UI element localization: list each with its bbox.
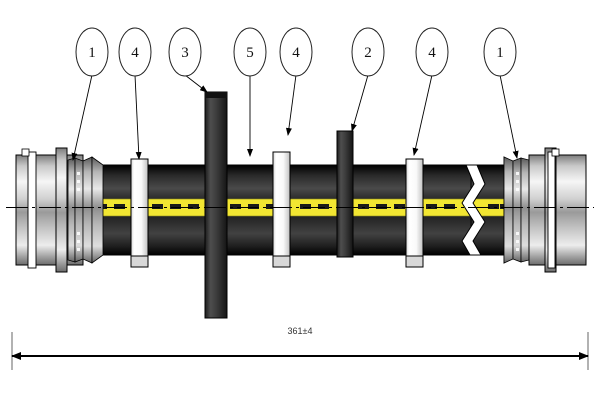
leader-line — [499, 74, 519, 159]
callout-5[interactable]: 5 — [233, 27, 267, 157]
dimension-layer: 361±4 — [11, 326, 589, 370]
leader-line — [351, 74, 369, 132]
dimension-label: 361±4 — [288, 326, 313, 336]
leader-line — [412, 74, 433, 156]
break-symbol — [461, 164, 486, 256]
callout-number: 4 — [428, 45, 436, 61]
clamp-collar-a — [130, 158, 149, 268]
callout-layer: 1 4 3 5 4 2 4 1 — [71, 27, 519, 161]
stripe-dashes — [96, 204, 509, 209]
clamp-collar-c — [405, 158, 424, 268]
leader-line — [285, 74, 297, 136]
leader-line — [71, 74, 93, 161]
callout-4-c[interactable]: 4 — [412, 27, 449, 156]
callout-bubble[interactable] — [118, 27, 152, 77]
callout-bubble[interactable] — [279, 27, 313, 77]
callout-3[interactable]: 3 — [168, 27, 208, 93]
callout-number: 5 — [246, 45, 254, 61]
leader-line — [184, 74, 208, 93]
leader-line — [134, 74, 142, 160]
hose-assembly — [85, 164, 517, 256]
callout-bubble[interactable] — [351, 27, 385, 77]
callout-number: 2 — [364, 45, 372, 61]
clamp-collar-b — [272, 151, 291, 268]
callout-number: 1 — [496, 45, 504, 61]
callout-bubble[interactable] — [75, 27, 109, 77]
callout-4-a[interactable]: 4 — [118, 27, 152, 160]
right-end-fitting — [503, 147, 587, 273]
intermediate-bracket — [336, 130, 354, 258]
callout-number: 4 — [292, 45, 300, 61]
callout-bubble[interactable] — [483, 27, 517, 77]
callout-bubble[interactable] — [168, 27, 202, 77]
callout-number: 4 — [131, 45, 139, 61]
callout-number: 3 — [181, 45, 189, 61]
left-end-fitting — [15, 147, 104, 273]
callout-bubble[interactable] — [415, 27, 449, 77]
callout-number: 1 — [88, 45, 96, 61]
callout-4-b[interactable]: 4 — [279, 27, 313, 136]
callout-bubble[interactable] — [233, 27, 267, 77]
callout-1-left[interactable]: 1 — [71, 27, 109, 161]
callout-1-right[interactable]: 1 — [483, 27, 519, 159]
mounting-bracket — [204, 91, 228, 319]
callout-2[interactable]: 2 — [351, 27, 385, 132]
